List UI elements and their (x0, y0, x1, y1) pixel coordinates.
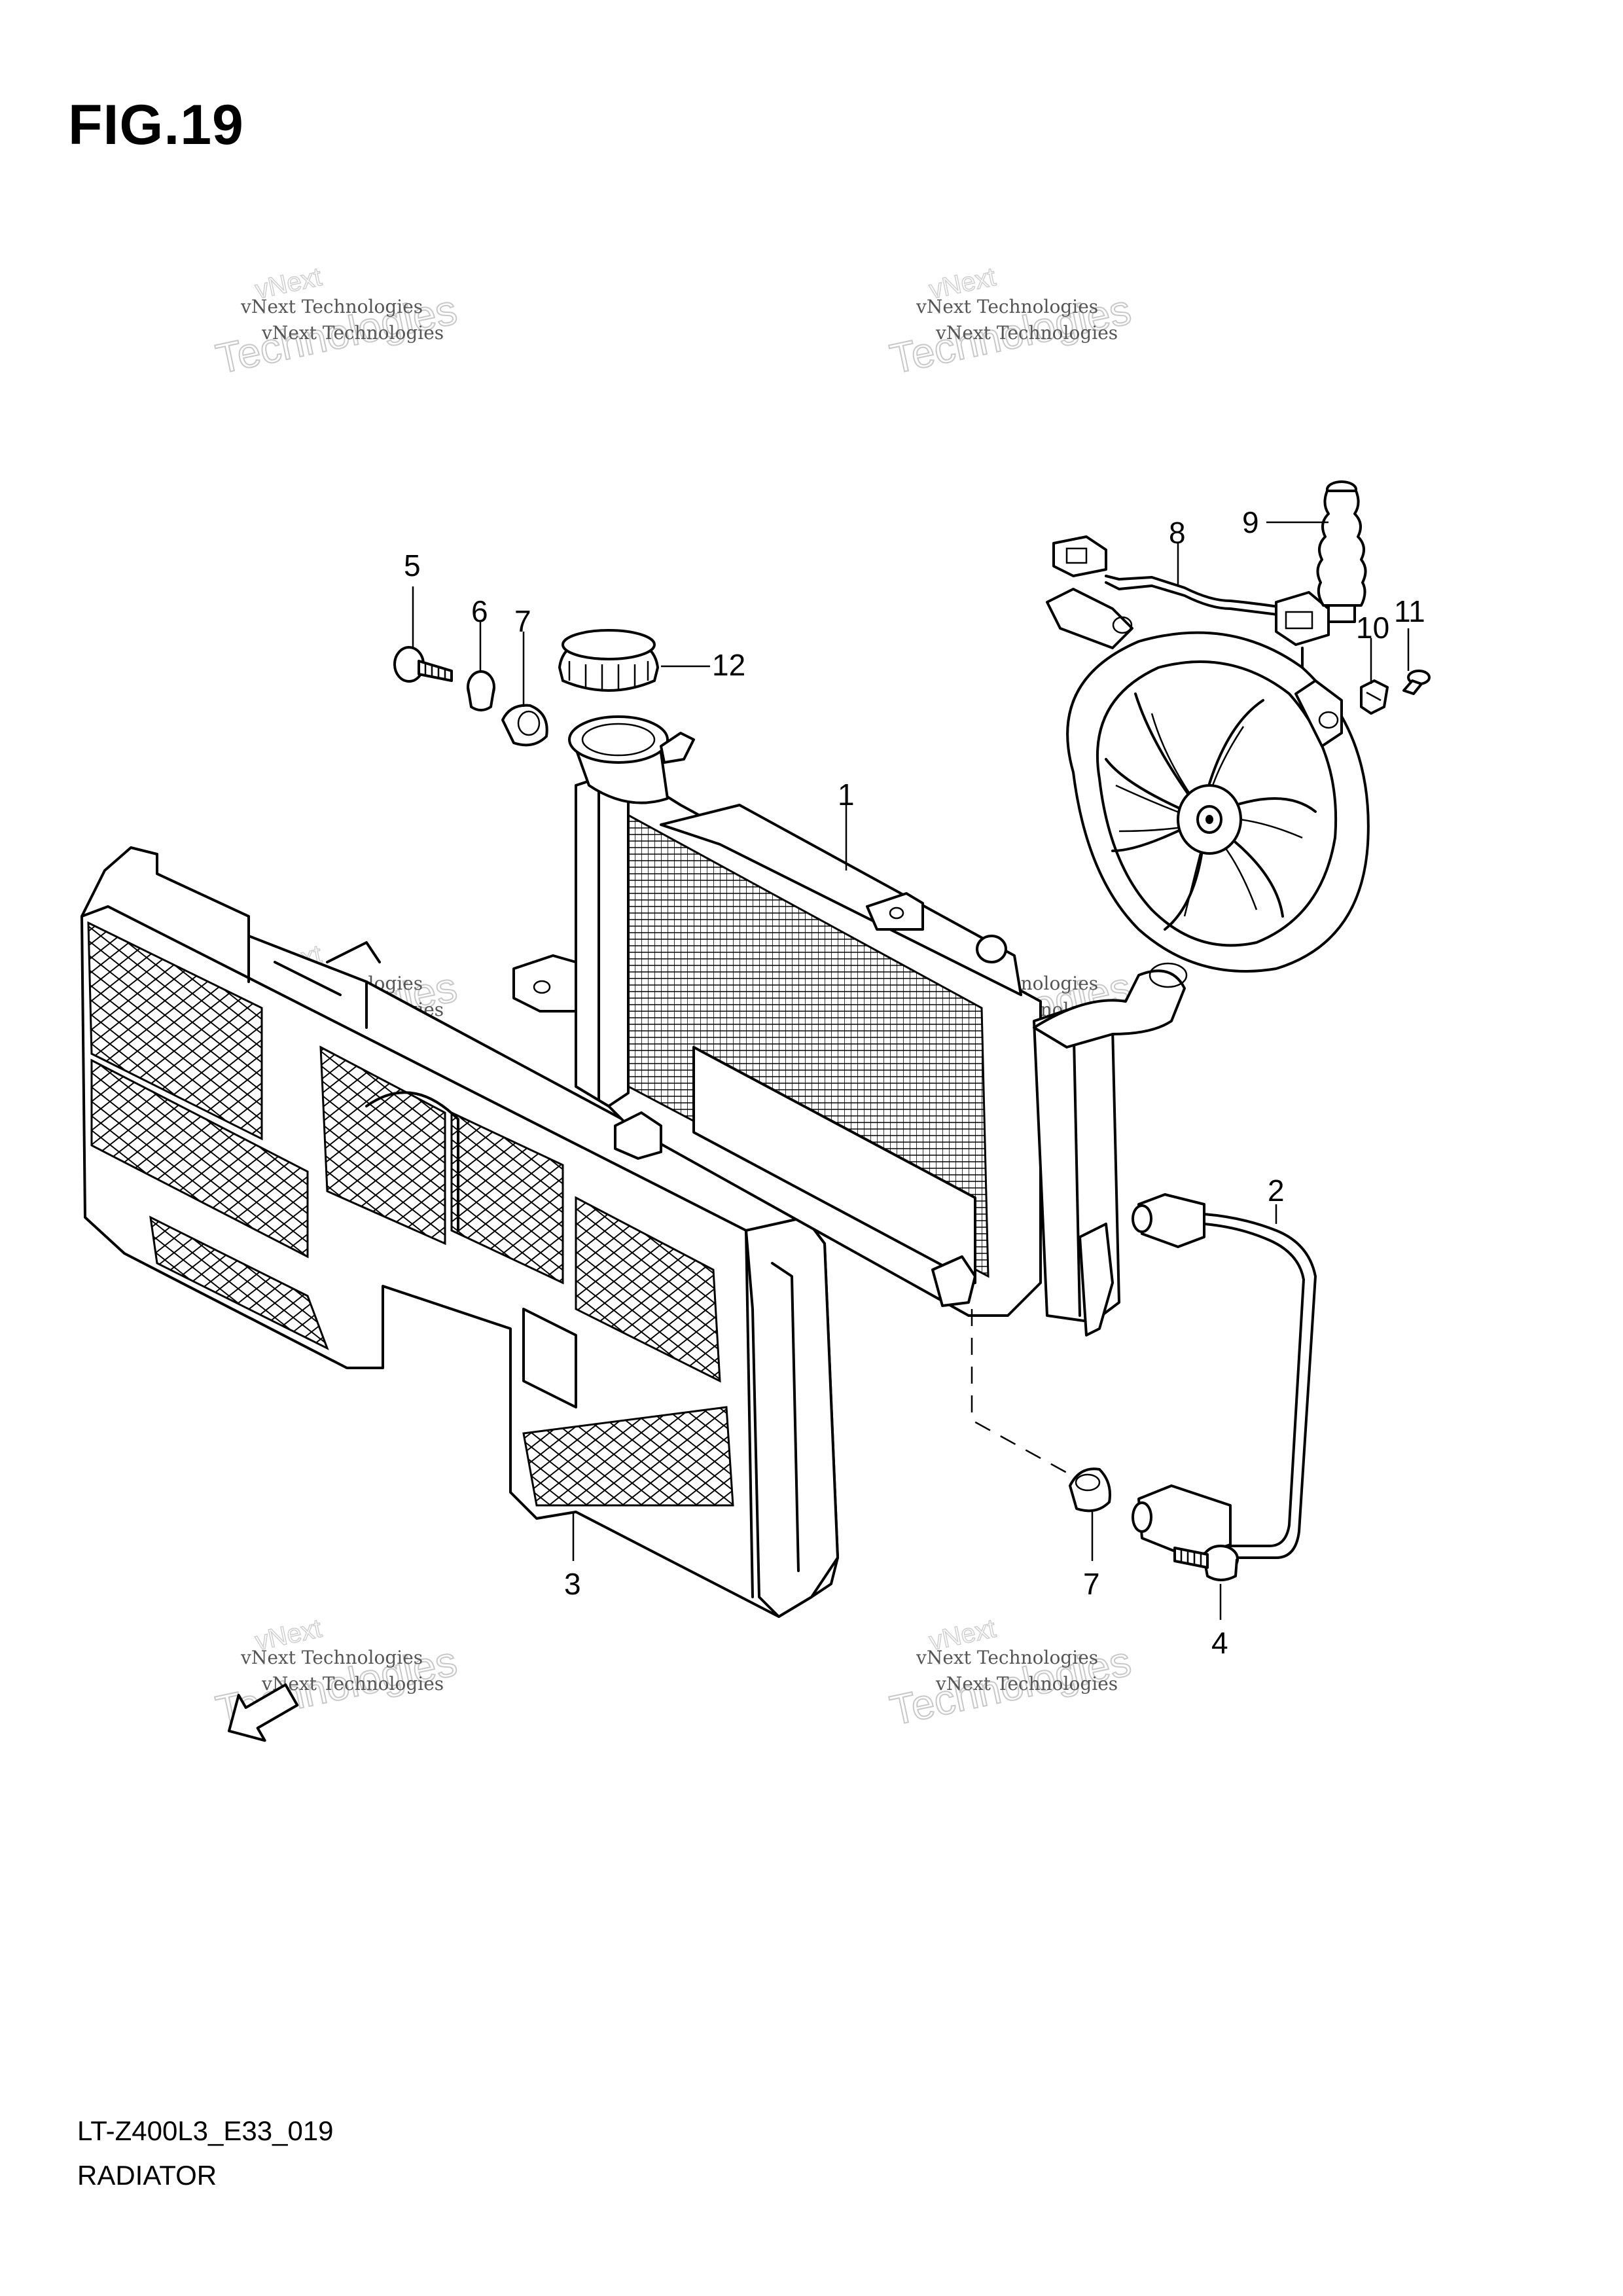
watermark-text: vNext Technologies (240, 296, 423, 317)
watermark-text: vNext Technologies (261, 322, 444, 344)
figure-title: FIG.19 (68, 94, 244, 156)
callout-7-lower: 7 (1083, 1567, 1100, 1601)
screw-11 (1402, 670, 1431, 695)
callout-5: 4 (1211, 1626, 1228, 1660)
watermark-text: vNext Technologies (916, 1647, 1098, 1668)
watermark-text: vNext Technologies (916, 296, 1098, 317)
wire-clamp-10 (1360, 679, 1389, 715)
watermark-text: vNext Technologies (935, 322, 1118, 344)
leader-lines (412, 521, 1410, 1620)
callout-10: 10 (1356, 611, 1389, 645)
callout-11: 11 (1394, 594, 1425, 628)
mount-bolt-4 (393, 646, 453, 683)
callout-2: 2 (1268, 1174, 1285, 1208)
callout-3: 3 (564, 1567, 581, 1601)
figure-code: LT-Z400L3_E33_019 (77, 2115, 334, 2146)
grommet-7-upper (501, 704, 548, 747)
part-callouts: 5 6 7 12 1 8 9 10 11 2 3 7 4 (404, 505, 1425, 1660)
watermark-text: vNext Technologies (261, 1673, 444, 1695)
cooling-fan-assembly (1046, 535, 1370, 973)
callout-12: 12 (712, 648, 745, 682)
watermark-text: vNext Technologies (240, 1647, 423, 1668)
radiator-cap (558, 629, 659, 692)
bolt-5 (1173, 1545, 1239, 1581)
wire-boot-9 (1316, 480, 1367, 623)
collar-6 (467, 670, 495, 711)
callout-8: 8 (1169, 516, 1186, 550)
callout-1: 1 (838, 778, 855, 812)
radiator-core (512, 715, 1188, 1336)
callout-6: 6 (471, 594, 488, 628)
radiator-cover (80, 846, 839, 1618)
grommet-7-lower (1069, 1467, 1111, 1513)
callout-7-upper: 7 (514, 604, 531, 638)
callout-9: 9 (1242, 505, 1259, 539)
watermark-text: vNext Technologies (935, 1673, 1118, 1695)
figure-name: RADIATOR (77, 2160, 217, 2191)
callout-4: 5 (404, 548, 421, 583)
radiator-stay-2 (1132, 1193, 1317, 1559)
